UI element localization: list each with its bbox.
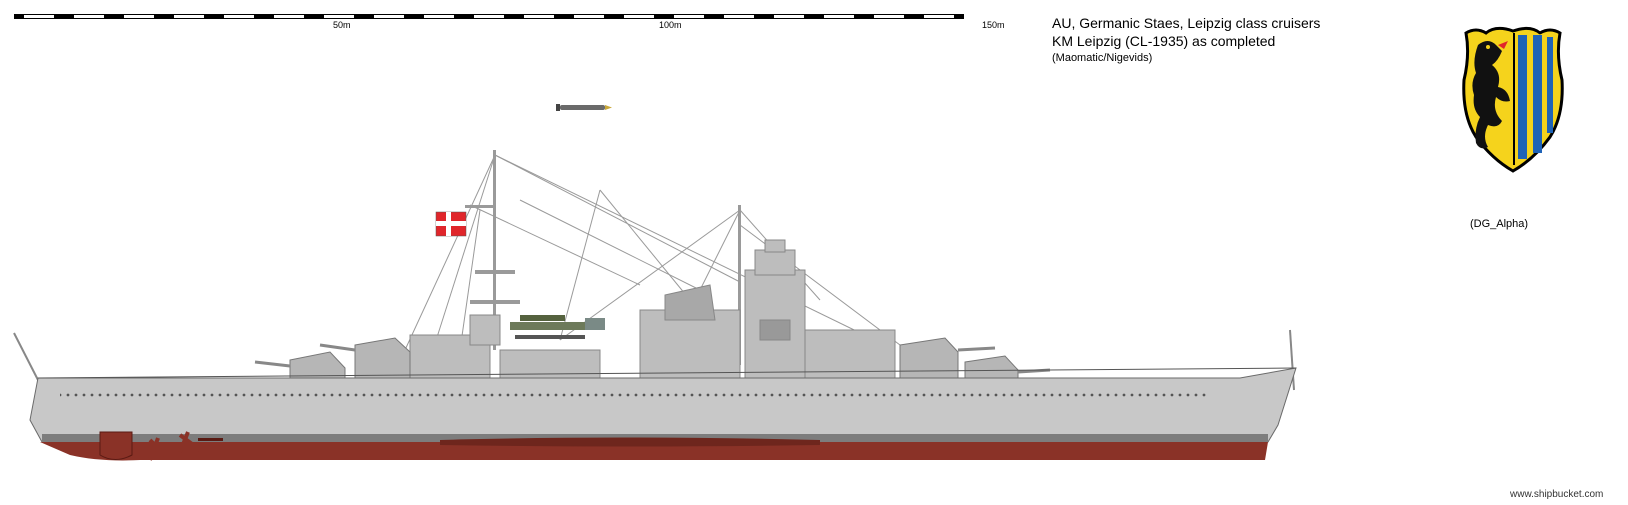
ship-profile-drawing	[13, 104, 1297, 461]
title-line-2: KM Leipzig (CL-1935) as completed	[1052, 33, 1276, 49]
torpedo-icon	[556, 104, 612, 111]
deck-line	[37, 367, 1297, 379]
title-line-1: AU, Germanic Staes, Leipzig class cruise…	[1052, 15, 1321, 31]
author-credit: (Maomatic/Nigevids)	[1052, 52, 1153, 64]
main-turrets	[289, 337, 1019, 391]
jack-staff	[1289, 329, 1295, 391]
superstructure	[409, 239, 896, 381]
scale-label-50m: 50m	[333, 20, 351, 30]
masts	[465, 150, 741, 365]
rudder-propellers	[99, 431, 223, 461]
scale-label-150m: 150m	[982, 20, 1005, 30]
scale-bar	[14, 14, 964, 19]
coat-of-arms-icon	[1462, 26, 1564, 173]
porthole-row	[60, 388, 1210, 398]
emblem-credit: (DG_Alpha)	[1470, 218, 1529, 230]
hull-underwater	[40, 442, 1268, 461]
war-ensign-flag-icon	[435, 211, 467, 237]
seaplane-icon	[510, 315, 605, 339]
stern-staff	[13, 332, 39, 381]
watermark: www.shipbucket.com	[1510, 489, 1604, 500]
hull-upper	[29, 367, 1297, 443]
scale-label-100m: 100m	[659, 20, 682, 30]
bilge-keel	[440, 437, 820, 447]
